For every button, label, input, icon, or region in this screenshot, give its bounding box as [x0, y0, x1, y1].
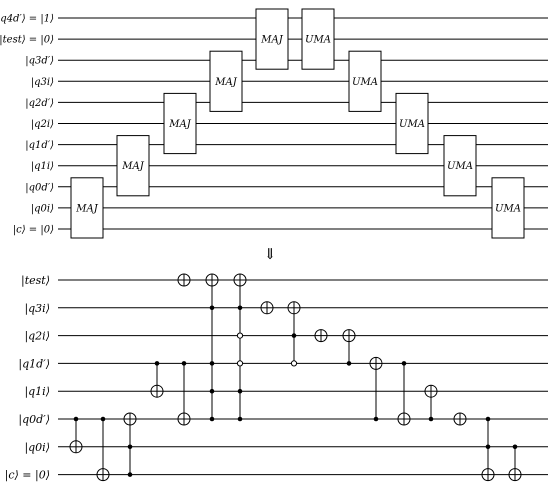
control-dot [209, 388, 215, 394]
top-gate-box [348, 50, 382, 112]
top-gate-label: MAJ [75, 203, 98, 214]
control-dot [100, 416, 106, 422]
bottom-wire-label: |q1i⟩ [24, 385, 50, 399]
top-wire-label: |q0i⟩ [31, 203, 54, 214]
top-gate-label: UMA [399, 119, 425, 130]
cnot-gate [233, 273, 247, 422]
cnot-gate [342, 329, 356, 366]
cnot-gate [205, 273, 219, 422]
top-gate-label: UMA [447, 161, 473, 172]
top-gate-box [70, 177, 104, 239]
control-dot [127, 444, 133, 450]
top-circuit-gates: MAJ MAJ MAJ MAJ MAJ UMA UMA UMA UMA UMA [70, 8, 525, 239]
top-wire-label: |c⟩ = |0⟩ [13, 225, 54, 236]
bottom-wire-label: |q0d′⟩ [18, 413, 50, 427]
top-wire-label: |test⟩ = |0⟩ [0, 35, 54, 46]
bottom-circuit-gates [69, 273, 522, 482]
control-dot [237, 416, 243, 422]
bottom-wire-label: |q0i⟩ [24, 441, 50, 455]
cnot-gate [260, 301, 274, 315]
top-gate-box [491, 177, 525, 239]
cnot-gate [508, 444, 522, 482]
top-gate-label: MAJ [121, 161, 144, 172]
top-wire-label: |q2d′⟩ [25, 98, 54, 109]
control-dot [373, 416, 379, 422]
control-dot [401, 361, 407, 366]
cnot-gate [177, 361, 191, 426]
cnot-gate [123, 412, 137, 477]
cnot-gate [481, 416, 495, 482]
top-gate-label: UMA [305, 35, 331, 46]
control-dot [291, 333, 297, 338]
cnot-gate [314, 329, 328, 343]
control-dot [485, 444, 491, 450]
bottom-circuit-wires [58, 279, 548, 476]
top-wire-label: |q3d′⟩ [25, 56, 54, 67]
open-control-dot [236, 360, 244, 367]
cnot-gate [287, 301, 301, 367]
bottom-circuit-labels: |test⟩ |q3i⟩ |q2i⟩ |q1d′⟩ |q1i⟩ |q0d′⟩ |q0i⟩ |c… [5, 274, 50, 483]
top-gate-box [116, 135, 150, 197]
control-dot [181, 361, 187, 366]
top-gate-box [163, 92, 197, 155]
top-wire-label: |q1i⟩ [31, 161, 54, 172]
open-control-dot [236, 332, 244, 339]
top-gate-label: MAJ [214, 77, 237, 88]
control-dot [127, 472, 133, 477]
top-gate-box [209, 50, 243, 112]
top-gate-box [443, 135, 477, 197]
top-wire-label: |q3i⟩ [31, 77, 54, 88]
control-dot [512, 444, 518, 450]
top-gate-box [395, 92, 429, 155]
cnot-gate [177, 273, 191, 287]
top-wire-label: |q0d′⟩ [25, 182, 54, 193]
top-wire-label: |q1d′⟩ [25, 140, 54, 151]
cnot-gate [369, 356, 383, 422]
control-dot [237, 305, 243, 311]
control-dot [209, 305, 215, 311]
bottom-wire-label: |test⟩ [21, 274, 50, 288]
cnot-gate [397, 361, 411, 426]
top-gate-label: MAJ [168, 119, 191, 130]
top-gate-box [301, 8, 335, 70]
control-dot [485, 416, 491, 422]
bottom-wire-label: |c⟩ = |0⟩ [5, 469, 50, 483]
bottom-wire-label: |q2i⟩ [24, 330, 50, 344]
top-wire-label: |q2i⟩ [31, 119, 54, 130]
top-gate-label: MAJ [260, 35, 283, 46]
open-control-dot [290, 360, 298, 367]
top-gate-label: UMA [352, 77, 378, 88]
top-wire-label: |q4d′⟩ = |1⟩ [0, 14, 54, 25]
bottom-wire-label: |q1d′⟩ [18, 357, 50, 371]
bottom-wire-label: |q3i⟩ [24, 302, 50, 316]
cnot-gate [424, 384, 438, 422]
control-dot [428, 416, 434, 422]
control-dot [209, 416, 215, 422]
top-circuit-labels: |q4d′⟩ = |1⟩ |test⟩ = |0⟩ |q3d′⟩ |q3i⟩ |q2d′… [0, 14, 54, 236]
control-dot [346, 361, 352, 366]
transform-arrow: ⇓ [264, 245, 277, 263]
cnot-gate [96, 416, 110, 482]
control-dot [154, 361, 160, 366]
cnot-gate [453, 412, 467, 426]
top-gate-label: UMA [495, 203, 521, 214]
control-dot [73, 416, 79, 422]
cnot-gate [69, 416, 83, 454]
control-dot [237, 388, 243, 394]
control-dot [209, 361, 215, 366]
cnot-gate [150, 361, 164, 398]
top-gate-box [255, 8, 289, 70]
